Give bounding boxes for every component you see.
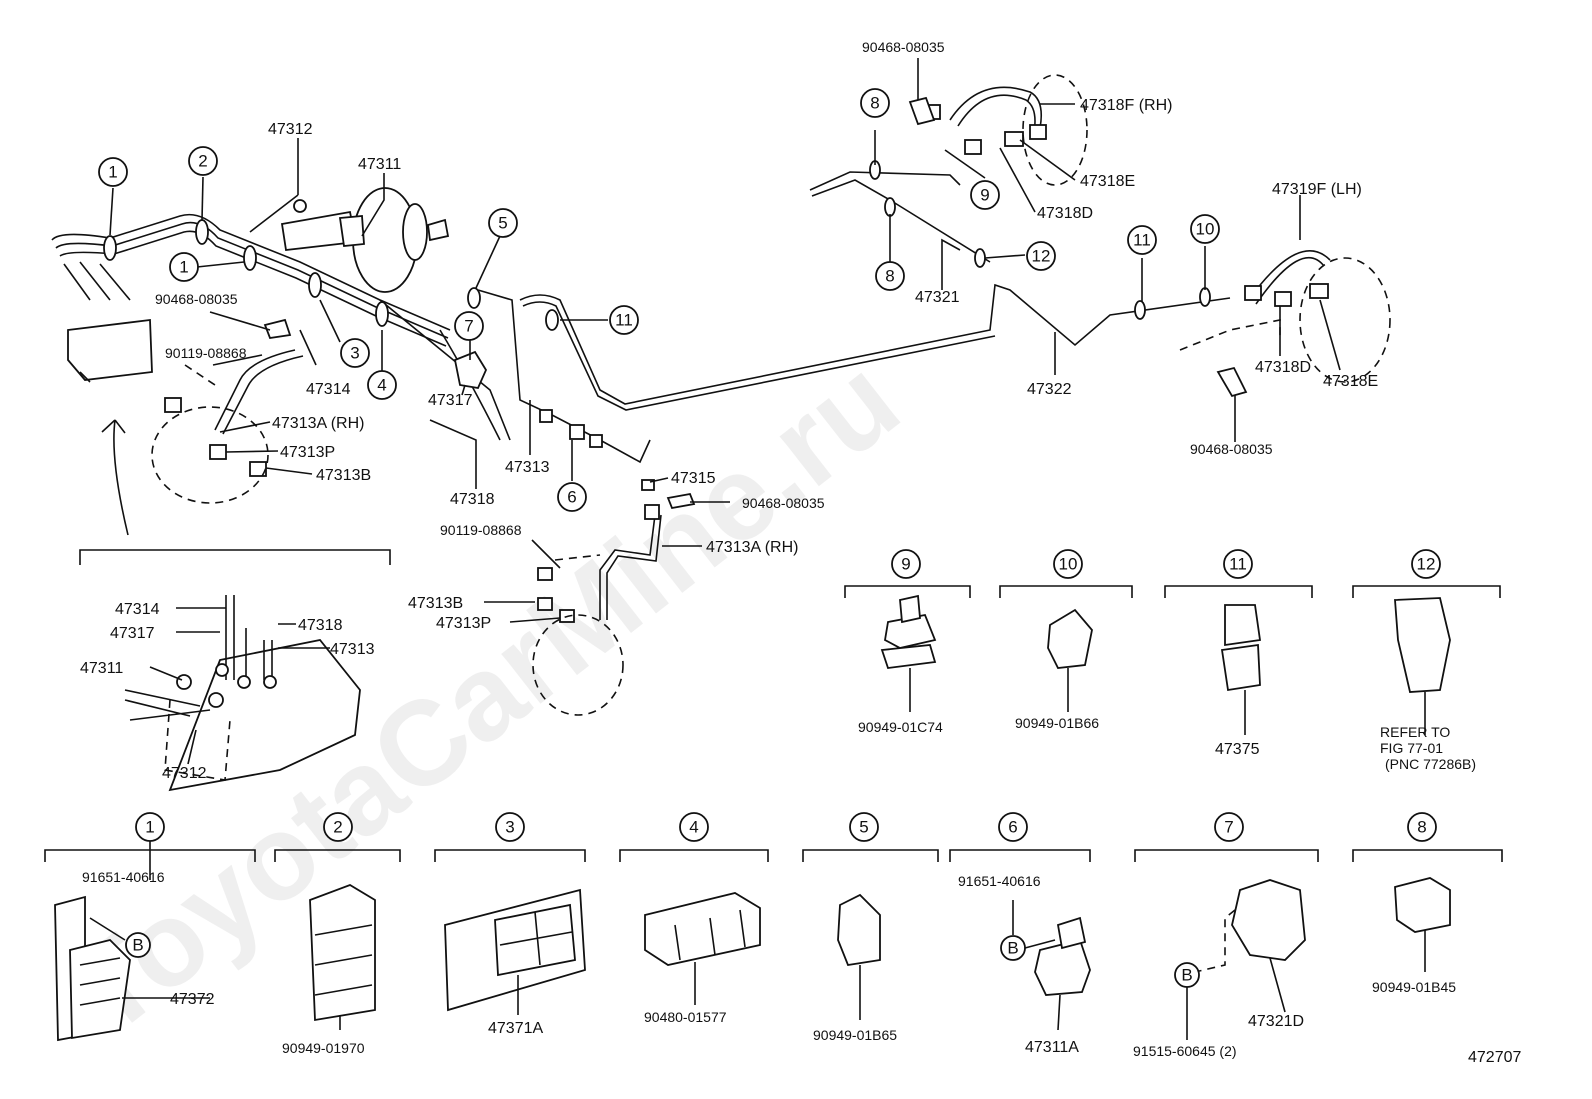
detail-7-part: 47321D xyxy=(1248,1013,1304,1030)
label-47312-top: 47312 xyxy=(268,121,313,138)
detail-5-number: 5 xyxy=(859,818,868,837)
detail-6-part: 47311A xyxy=(1025,1039,1079,1056)
callout-11b: 11 xyxy=(1133,231,1151,250)
callout-b-1: B xyxy=(132,936,143,955)
callout-1: 1 xyxy=(108,163,117,182)
callout-8: 8 xyxy=(870,94,879,113)
master-cylinder-assembly xyxy=(67,187,450,383)
detail-7-bolt: 91515-60645 (2) xyxy=(1133,1043,1237,1059)
detail-12-number: 12 xyxy=(1417,555,1436,574)
inset-label-47312: 47312 xyxy=(162,765,207,782)
detail-12-ref-line1: REFER TO xyxy=(1380,724,1450,740)
callout-6: 6 xyxy=(567,488,576,507)
label-47319f-lh: 47319F (LH) xyxy=(1272,181,1362,198)
detail-8-part: 90949-01B45 xyxy=(1372,979,1456,995)
label-90119-left: 90119-08868 xyxy=(165,345,247,361)
detail-11-part: 47375 xyxy=(1215,741,1260,758)
label-47317-main: 47317 xyxy=(428,392,473,409)
diagram-number: 472707 xyxy=(1468,1049,1521,1066)
label-47313a-rh-mid: 47313A (RH) xyxy=(706,539,799,556)
label-47315: 47315 xyxy=(671,470,716,487)
label-47322: 47322 xyxy=(1027,381,1072,398)
master-cylinder-inset xyxy=(79,549,391,792)
label-47318e-top: 47318E xyxy=(1080,173,1135,190)
label-47313b-left: 47313B xyxy=(316,467,371,484)
callout-10: 10 xyxy=(1196,220,1215,239)
detail-5-part: 90949-01B65 xyxy=(813,1027,897,1043)
label-90468-right: 90468-08035 xyxy=(1190,441,1273,457)
detail-1-part: 47372 xyxy=(170,991,215,1008)
label-47313b-mid: 47313B xyxy=(408,595,463,612)
detail-10-number: 10 xyxy=(1059,555,1078,574)
detail-8-number: 8 xyxy=(1417,818,1426,837)
label-47318d-top: 47318D xyxy=(1037,205,1093,222)
detail-1-bolt: 91651-40616 xyxy=(82,869,165,885)
callout-8b: 8 xyxy=(885,267,894,286)
detail-brackets xyxy=(44,585,1503,862)
detail-7-number: 7 xyxy=(1224,818,1233,837)
detail-3-number: 3 xyxy=(505,818,514,837)
callout-4: 4 xyxy=(377,376,386,395)
leader-lines xyxy=(109,58,1341,623)
label-47321: 47321 xyxy=(915,289,960,306)
label-47313p-left: 47313P xyxy=(280,444,335,461)
label-90468-top: 90468-08035 xyxy=(862,39,945,55)
detail-4-number: 4 xyxy=(689,818,698,837)
detail-6-number: 6 xyxy=(1008,818,1017,837)
label-90119-mid: 90119-08868 xyxy=(440,522,522,538)
callout-5: 5 xyxy=(498,214,507,233)
label-47313a-rh-left: 47313A (RH) xyxy=(272,415,365,432)
detail-9-number: 9 xyxy=(901,555,910,574)
callout-b-6: B xyxy=(1007,939,1018,958)
label-47318f-rh: 47318F (RH) xyxy=(1080,97,1172,114)
detail-parts xyxy=(54,594,1451,1042)
inset-label-47317: 47317 xyxy=(110,625,155,642)
label-47318e-right: 47318E xyxy=(1323,373,1378,390)
inset-label-47313: 47313 xyxy=(330,641,375,658)
callout-12: 12 xyxy=(1032,247,1051,266)
inset-label-47314: 47314 xyxy=(115,601,160,618)
callout-b-7: B xyxy=(1181,966,1192,985)
detail-3-part: 47371A xyxy=(488,1020,543,1037)
label-47318-main: 47318 xyxy=(450,491,495,508)
detail-9-part: 90949-01C74 xyxy=(858,719,943,735)
callout-11: 11 xyxy=(615,311,633,330)
label-47313p-mid: 47313P xyxy=(436,615,491,632)
label-47311-top: 47311 xyxy=(358,156,401,173)
label-47313-main: 47313 xyxy=(505,459,550,476)
callout-1b: 1 xyxy=(179,258,188,277)
callout-3: 3 xyxy=(350,344,359,363)
callout-9: 9 xyxy=(980,186,989,205)
part-labels: 47312 47311 90468-08035 90119-08868 4731… xyxy=(80,39,1521,1066)
label-90468-left: 90468-08035 xyxy=(155,291,238,307)
inset-label-47311: 47311 xyxy=(80,660,123,677)
detail-2-part: 90949-01970 xyxy=(282,1040,365,1056)
callout-2: 2 xyxy=(198,152,207,171)
label-47318d-right: 47318D xyxy=(1255,359,1311,376)
label-90468-mid: 90468-08035 xyxy=(742,495,825,511)
detail-2-number: 2 xyxy=(333,818,342,837)
inset-label-47318: 47318 xyxy=(298,617,343,634)
detail-1-number: 1 xyxy=(145,818,154,837)
detail-12-ref-line2: FIG 77-01 xyxy=(1380,740,1443,756)
callout-7: 7 xyxy=(464,317,473,336)
detail-11-number: 11 xyxy=(1229,555,1247,574)
detail-4-part: 90480-01577 xyxy=(644,1009,727,1025)
detail-6-bolt: 91651-40616 xyxy=(958,873,1041,889)
detail-10-part: 90949-01B66 xyxy=(1015,715,1099,731)
detail-12-ref-line3: (PNC 77286B) xyxy=(1385,756,1476,772)
callout-circles: 1 2 1 3 4 5 7 6 11 8 8 9 12 11 10 9 10 1… xyxy=(98,88,1441,988)
label-47314-main: 47314 xyxy=(306,381,351,398)
brake-pipes-main xyxy=(51,74,1391,716)
